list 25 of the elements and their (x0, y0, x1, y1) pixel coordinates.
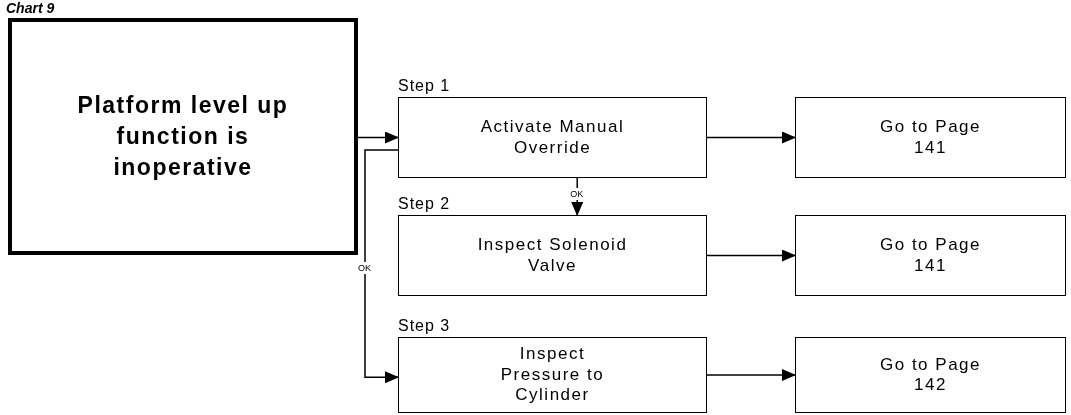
arrow (706, 369, 796, 381)
arrow (706, 131, 796, 144)
box-text: Go to Page 141 (879, 117, 982, 158)
box-text: Platform level up function is inoperative (76, 90, 290, 182)
step-label: Step 2 (398, 195, 451, 213)
step-label: Step 3 (398, 317, 451, 335)
edge-label: OK (570, 188, 584, 200)
edge-label: OK (358, 262, 371, 274)
process-box (398, 337, 707, 413)
arrow (364, 149, 399, 384)
box-text: Inspect Pressure to Cylinder (499, 344, 606, 406)
chart-title: Chart 9 (6, 0, 55, 16)
arrow (706, 249, 796, 262)
process-box (795, 337, 1066, 413)
process-box (8, 18, 358, 255)
box-text: Inspect Solenoid Valve (477, 235, 628, 276)
box-text: Activate Manual Override (479, 117, 626, 158)
process-box (795, 97, 1066, 178)
process-box (398, 97, 707, 178)
box-text: Go to Page 141 (879, 235, 982, 276)
process-box (398, 215, 707, 296)
box-text: Go to Page 142 (879, 354, 982, 396)
process-box (795, 215, 1066, 296)
step-label: Step 1 (398, 77, 451, 95)
arrow (357, 131, 399, 144)
